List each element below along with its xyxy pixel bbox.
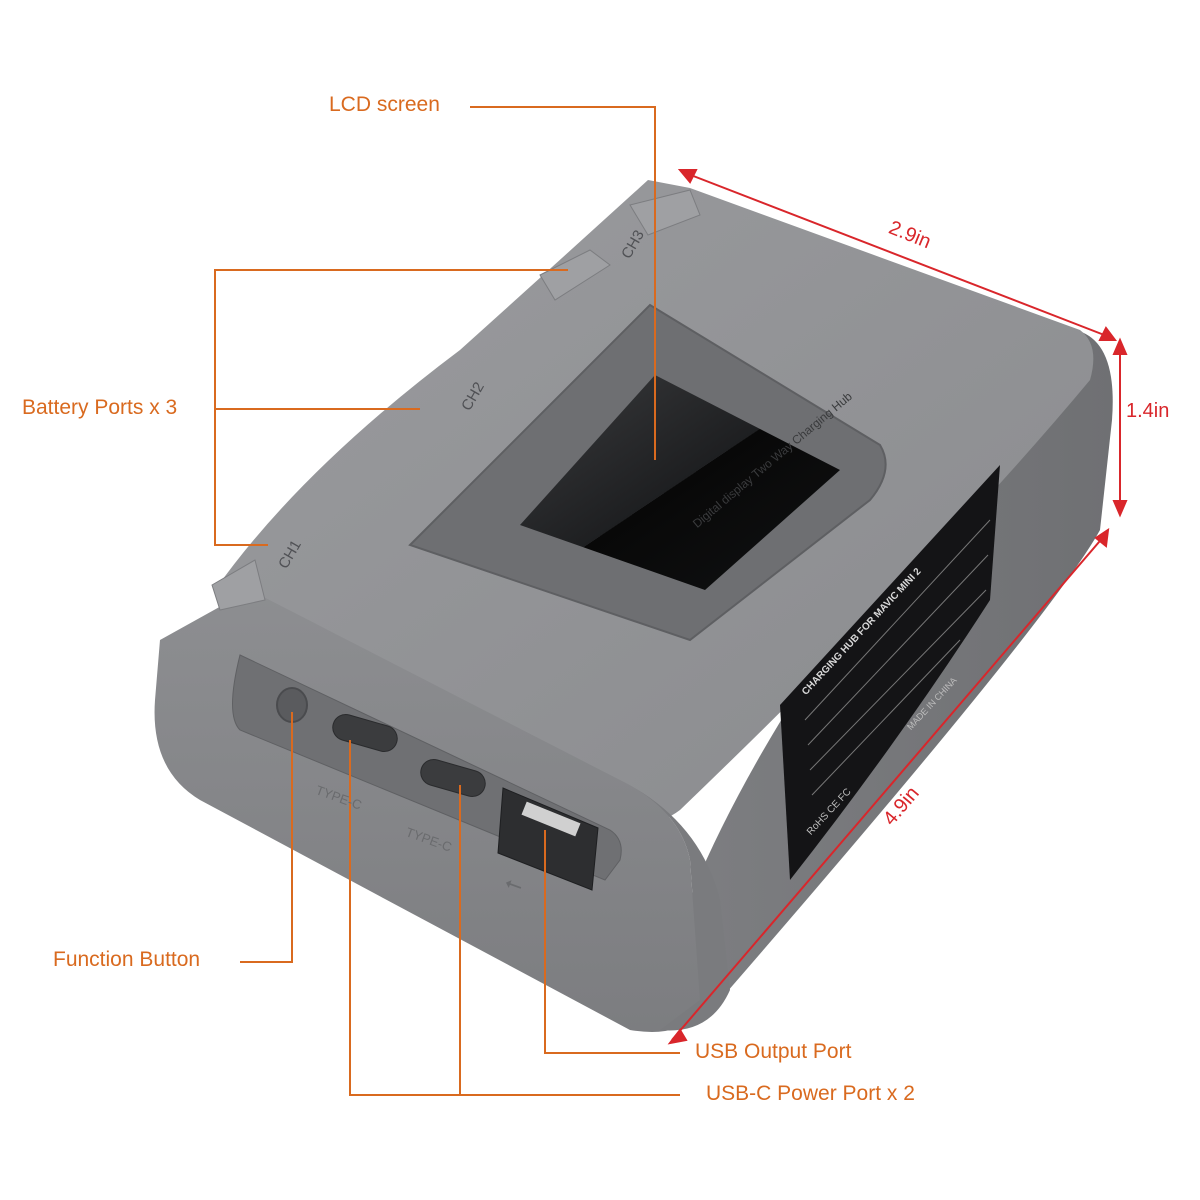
ch3-tab <box>629 189 701 236</box>
leader-battery <box>214 269 568 546</box>
callout-usb-output: USB Output Port <box>695 1040 852 1063</box>
leader-usbc <box>349 740 680 1096</box>
callout-lcd-screen: LCD screen <box>329 93 440 116</box>
leader-usb-out <box>544 830 680 1054</box>
dim-width-line <box>682 171 1113 339</box>
ch2-tab <box>539 249 611 301</box>
ch1-tab <box>211 559 266 611</box>
usb-a-tongue <box>521 801 581 837</box>
callout-function-button: Function Button <box>53 948 201 971</box>
callout-battery-ports: Battery Ports x 3 <box>22 396 178 419</box>
dim-length-line <box>671 534 1106 1041</box>
dimension-height: 1.4in <box>1126 400 1170 422</box>
lcd-display <box>520 375 840 590</box>
leader-button <box>240 712 293 963</box>
usbc-port-1 <box>332 713 398 753</box>
device-corner <box>620 780 730 1031</box>
callout-usbc-power: USB-C Power Port x 2 <box>706 1082 915 1105</box>
usbc-port-2 <box>420 758 486 798</box>
leader-lcd <box>470 106 656 460</box>
